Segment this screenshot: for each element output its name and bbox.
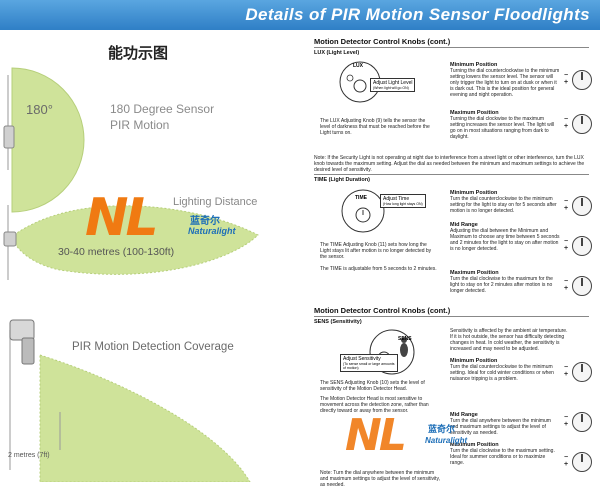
sens-max-title: Maximum Position [450,442,499,448]
degree-label-line1: 180 Degree Sensor [110,102,215,116]
sens-mid-text: Turn the dial anywhere between the minim… [450,418,551,436]
time-dial-label: TIME [355,195,367,201]
sens-knob-sub: (To sense small or large amounts of moti… [343,362,395,370]
manual-panel: Motion Detector Control Knobs (cont.) LU… [300,30,600,488]
time-knob-sub: (How long light stays ON) [383,202,423,206]
time-description: The TIME Adjusting Knob (11) sets how lo… [320,242,432,260]
sens-knob-callout: Adjust Sensitivity (To sense small or la… [340,354,398,372]
lux-min-signs: −+ [564,72,569,86]
time-max-signs: −+ [564,278,569,292]
coverage-label: PIR Motion Detection Coverage [72,341,234,353]
sensor-fixture-icon [21,337,35,365]
time-max-title: Maximum Position [450,270,499,276]
sens-intro: Sensitivity is affected by the ambient a… [450,328,568,352]
time-subtitle: TIME (Light Duration) [314,177,370,183]
logo-english-text: Naturalight [188,226,236,236]
logo-chinese-text: 蓝奇尔 [190,216,220,227]
sens-max-text: Turn the dial clockwise to the maximum s… [450,448,555,466]
sens-description: The SENS Adjusting Knob (10) sets the le… [320,380,425,392]
watermark-english-text: Naturalight [425,436,468,445]
time-min-dial-icon [572,196,592,216]
header-banner: Details of PIR Motion Sensor Floodlights [0,0,600,30]
sens-dial-label: SENS [398,336,412,342]
lux-description: The LUX Adjusting Knob (9) tells the sen… [320,118,430,136]
lux-knob-callout: Adjust Light Level (When light will go O… [370,78,416,92]
lux-max-dial-icon [572,114,592,134]
time-mid-dial-icon [572,236,592,256]
sens-knob-label: Adjust Sensitivity [343,356,381,362]
section2-title: Motion Detector Control Knobs (cont.) [314,306,451,315]
sens-max-signs: −+ [564,454,569,468]
time-knob-label: Adjust Time [383,196,410,202]
time-mid-signs: −+ [564,238,569,252]
height-label: 2 metres (7ft) [8,452,50,459]
sens-mid-dial-icon [572,412,592,432]
floodlight-fixture-icon [9,319,35,341]
sens-subtitle: SENS (Sensitivity) [314,319,362,325]
half-circle-coverage [11,67,85,213]
section1-title: Motion Detector Control Knobs (cont.) [314,37,451,46]
sens-head-text: The Motion Detector Head is most sensiti… [320,396,429,414]
lux-subtitle: LUX (Light Level) [314,50,360,56]
time-mid-text: Adjusting the dial between the Minimum a… [450,228,560,252]
sens-min-signs: −+ [564,364,569,378]
lux-max-signs: −+ [564,116,569,130]
lux-knob-sub: (When light will go ON) [373,86,409,90]
time-max-text: Turn the dial clockwise to the maximum f… [450,276,553,294]
coverage-illustration [3,67,259,482]
lux-min-text: Turning the dial counterclockwise to the… [450,68,560,98]
watermark-chinese-text: 蓝奇尔 [428,425,456,435]
time-knob-callout: Adjust Time (How long light stays ON) [380,194,426,208]
sens-mid-signs: −+ [564,414,569,428]
cn-title: 能功示图 [108,44,169,62]
lux-min-dial-icon [572,70,592,90]
nl-logo: NL [85,188,159,248]
angle-label: 180° [26,102,53,117]
lux-dial-label: LUX [353,63,363,69]
sensor-head-icon [3,125,15,149]
sens-mid-title: Mid Range [450,412,478,418]
lux-max-title: Maximum Position [450,110,499,116]
left-panel: 能功示图 180° 180 Degree Sensor PIR Motion N… [0,30,300,482]
time-min-signs: −+ [564,198,569,212]
lighting-distance-label: Lighting Distance [173,196,258,208]
time-mid-title: Mid Range [450,222,478,228]
time-range-text: The TIME is adjustable from 5 seconds to… [320,266,437,272]
time-min-text: Turn the dial counterclockwise to the mi… [450,196,557,214]
sens-max-dial-icon [572,452,592,472]
lux-min-title: Minimum Position [450,62,498,68]
distance-cone [13,205,259,275]
page-title: Details of PIR Motion Sensor Floodlights [245,5,590,24]
distance-label: 30-40 metres (100-130ft) [58,246,175,258]
lux-knob-label: Adjust Light Level [373,80,413,86]
degree-label-line2: PIR Motion [110,118,170,132]
nl-watermark-logo: NL [345,410,407,461]
note-sens: Note: Turn the dial anywhere between the… [320,470,440,488]
lux-max-text: Turning the dial clockwise to the maximu… [450,116,555,140]
time-min-title: Minimum Position [450,190,498,196]
sens-min-text: Turn the dial counterclockwise to the mi… [450,364,554,382]
floodlight-icon [3,231,17,247]
time-dial-illustration [341,189,385,233]
detection-area [39,354,251,482]
sens-min-title: Minimum Position [450,358,498,364]
note-lux: Note: If the Security Light is not opera… [314,155,585,173]
time-max-dial-icon [572,276,592,296]
sens-min-dial-icon [572,362,592,382]
